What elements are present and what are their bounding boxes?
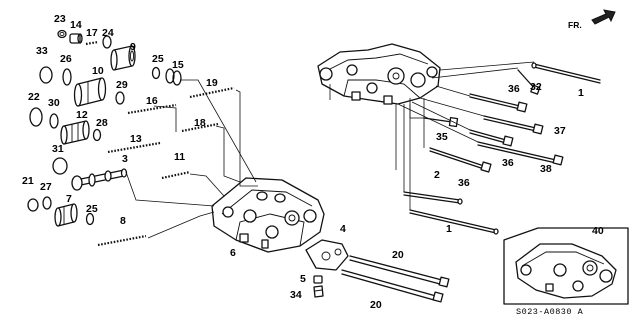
callout-3: 3 <box>122 153 128 165</box>
callout-20-upper: 20 <box>392 249 404 261</box>
callout-11: 11 <box>174 151 185 163</box>
spring-11 <box>161 170 191 180</box>
bolt-36-middle <box>469 129 514 147</box>
callout-19: 19 <box>206 77 218 89</box>
spring-8 <box>97 234 147 247</box>
callout-6: 6 <box>230 247 236 259</box>
spring-19 <box>189 86 235 99</box>
o-ring-26 <box>62 68 72 86</box>
part-34 <box>313 285 324 298</box>
callout-12: 12 <box>76 109 88 121</box>
callout-21: 21 <box>22 175 34 187</box>
valve-body-assembly-40 <box>515 243 617 299</box>
callout-4: 4 <box>340 223 346 235</box>
sleeve-12 <box>60 120 90 145</box>
upper-valve-body <box>317 43 441 105</box>
callout-27: 27 <box>40 181 52 193</box>
sleeve-9 <box>110 45 136 71</box>
callout-31: 31 <box>52 143 64 155</box>
callout-22: 22 <box>28 91 40 103</box>
callout-26: 26 <box>60 53 72 65</box>
callout-8: 8 <box>120 215 126 227</box>
callout-25-lower: 25 <box>86 203 98 215</box>
valve-spool-3 <box>71 168 128 191</box>
bolt-1-upper <box>531 62 601 84</box>
o-ring-31 <box>52 157 68 175</box>
seal-ring-23 <box>57 29 67 39</box>
spring-13 <box>107 141 161 154</box>
leader-lines <box>125 61 535 239</box>
callout-10: 10 <box>92 65 104 77</box>
callout-34: 34 <box>290 289 302 301</box>
sleeve-10 <box>73 77 107 107</box>
bolt-38 <box>477 141 564 166</box>
o-ring-25-upper <box>151 66 161 80</box>
front-direction-label: FR. <box>568 20 582 30</box>
bolt-36-lower <box>429 147 492 173</box>
ring-15 <box>165 68 182 86</box>
callout-1-lower: 1 <box>446 223 452 235</box>
valve-body-6 <box>211 177 325 253</box>
callout-25-upper: 25 <box>152 53 164 65</box>
callout-9: 9 <box>130 41 136 53</box>
callout-2: 2 <box>434 169 440 181</box>
callout-17: 17 <box>86 27 98 39</box>
callout-15: 15 <box>172 59 184 71</box>
bolt-1-lower <box>409 209 499 235</box>
callout-36-middle: 36 <box>502 157 514 169</box>
diagram-code: S023-A0830 A <box>516 307 584 317</box>
callout-16: 16 <box>146 95 158 107</box>
callout-37: 37 <box>554 125 566 137</box>
callout-5: 5 <box>300 273 306 285</box>
callout-30: 30 <box>48 97 60 109</box>
callout-28: 28 <box>96 117 108 129</box>
bolt-20-lower <box>341 269 444 303</box>
callout-33: 33 <box>36 45 48 57</box>
callout-labels: 23 14 17 24 9 33 26 10 25 15 29 19 22 30… <box>22 13 604 311</box>
front-direction-arrow: FR. <box>568 9 616 30</box>
callout-35: 35 <box>436 131 448 143</box>
o-ring-28 <box>92 128 102 142</box>
bolt-36-upper <box>469 93 528 113</box>
callout-29: 29 <box>116 79 128 91</box>
ring-21 <box>27 198 39 212</box>
inset-assembly-box <box>503 227 629 305</box>
o-ring-27 <box>42 196 52 210</box>
bolt-2 <box>403 191 463 205</box>
bracket-4 <box>305 239 349 271</box>
callout-24: 24 <box>102 27 114 39</box>
bolt-20-upper <box>349 255 450 288</box>
callout-20-lower: 20 <box>370 299 382 311</box>
callout-40: 40 <box>592 225 604 237</box>
o-ring-30 <box>49 113 59 129</box>
ring-33 <box>39 66 53 84</box>
callout-14: 14 <box>70 19 82 31</box>
callout-23: 23 <box>54 13 66 25</box>
callout-7: 7 <box>66 193 72 205</box>
callout-36-lower: 36 <box>458 177 470 189</box>
plug-7 <box>54 203 78 227</box>
part-5 <box>313 275 323 284</box>
callout-13: 13 <box>130 133 142 145</box>
plug-14 <box>69 33 83 44</box>
pin-17 <box>85 40 99 46</box>
ring-22 <box>29 107 43 127</box>
o-ring-29 <box>115 91 125 105</box>
bolt-37 <box>483 115 544 135</box>
o-ring-25-lower <box>85 212 95 226</box>
callout-32: 32 <box>530 81 542 93</box>
callout-36-upper: 36 <box>508 83 520 95</box>
o-ring-24 <box>102 35 112 49</box>
callout-1-upper: 1 <box>578 87 584 99</box>
bolt-32 <box>517 69 541 95</box>
callout-18: 18 <box>194 117 206 129</box>
callout-38: 38 <box>540 163 552 175</box>
